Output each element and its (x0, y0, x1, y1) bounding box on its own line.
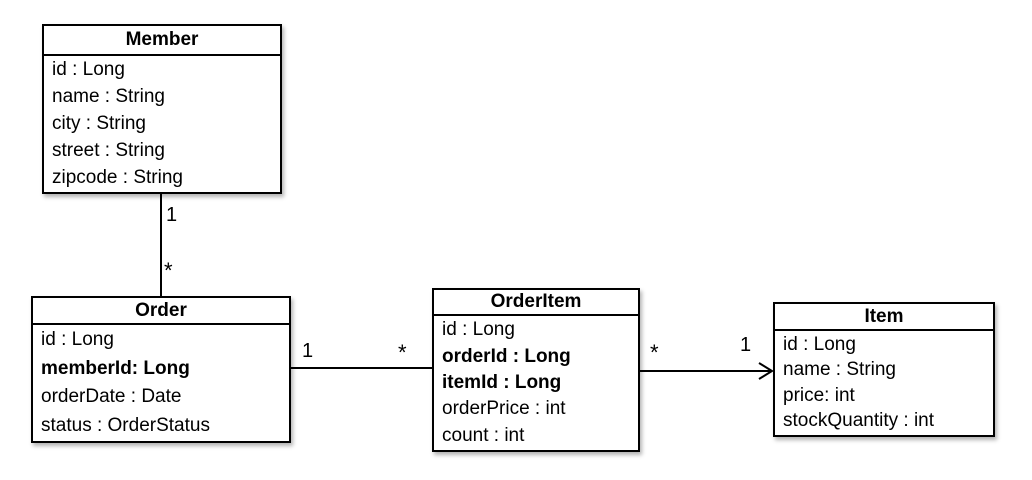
attribute-member-street: street : String (52, 139, 165, 161)
multiplicity-order-many: * (164, 258, 173, 283)
entity-orderitem: OrderItem id : Long orderId : Long itemI… (432, 288, 640, 452)
attribute-orderitem-orderprice: orderPrice : int (442, 398, 566, 420)
entity-item: Item id : Long name : String price: int … (773, 302, 995, 437)
attribute-order-id: id : Long (41, 329, 114, 351)
multiplicity-member-one: 1 (166, 204, 178, 226)
multiplicity-order-one: 1 (302, 340, 314, 362)
entity-item-title: Item (775, 304, 993, 331)
entity-orderitem-title: OrderItem (434, 290, 638, 316)
entity-member: Member id : Long name : String city : St… (42, 24, 282, 194)
connector-orderitem-item-arrow (640, 362, 774, 380)
entity-orderitem-attributes: id : Long orderId : Long itemId : Long o… (434, 316, 638, 450)
attribute-orderitem-id: id : Long (442, 319, 515, 341)
connector-order-orderitem (291, 367, 432, 369)
entity-item-attributes: id : Long name : String price: int stock… (775, 331, 993, 435)
attribute-member-city: city : String (52, 112, 146, 134)
attribute-item-stockquantity: stockQuantity : int (783, 410, 935, 432)
connector-member-order (160, 194, 162, 296)
attribute-item-name: name : String (783, 359, 896, 381)
attribute-order-orderdate: orderDate : Date (41, 386, 182, 408)
attribute-member-name: name : String (52, 86, 165, 108)
attribute-member-id: id : Long (52, 59, 125, 81)
attribute-order-memberid: memberId: Long (41, 357, 190, 379)
attribute-orderitem-itemid: itemId : Long (442, 372, 562, 394)
attribute-orderitem-count: count : int (442, 424, 525, 446)
entity-member-title: Member (44, 26, 280, 56)
attribute-orderitem-orderid: orderId : Long (442, 345, 571, 367)
multiplicity-item-one: 1 (740, 334, 752, 356)
attribute-item-price: price: int (783, 384, 855, 406)
entity-order: Order id : Long memberId: Long orderDate… (31, 296, 291, 443)
attribute-member-zipcode: zipcode : String (52, 166, 183, 188)
entity-order-attributes: id : Long memberId: Long orderDate : Dat… (33, 325, 289, 441)
attribute-item-id: id : Long (783, 333, 856, 355)
entity-order-title: Order (33, 298, 289, 325)
entity-member-attributes: id : Long name : String city : String st… (44, 56, 280, 192)
multiplicity-orderitem-many-right: * (650, 340, 659, 365)
attribute-order-status: status : OrderStatus (41, 414, 210, 436)
multiplicity-orderitem-many: * (398, 340, 407, 365)
